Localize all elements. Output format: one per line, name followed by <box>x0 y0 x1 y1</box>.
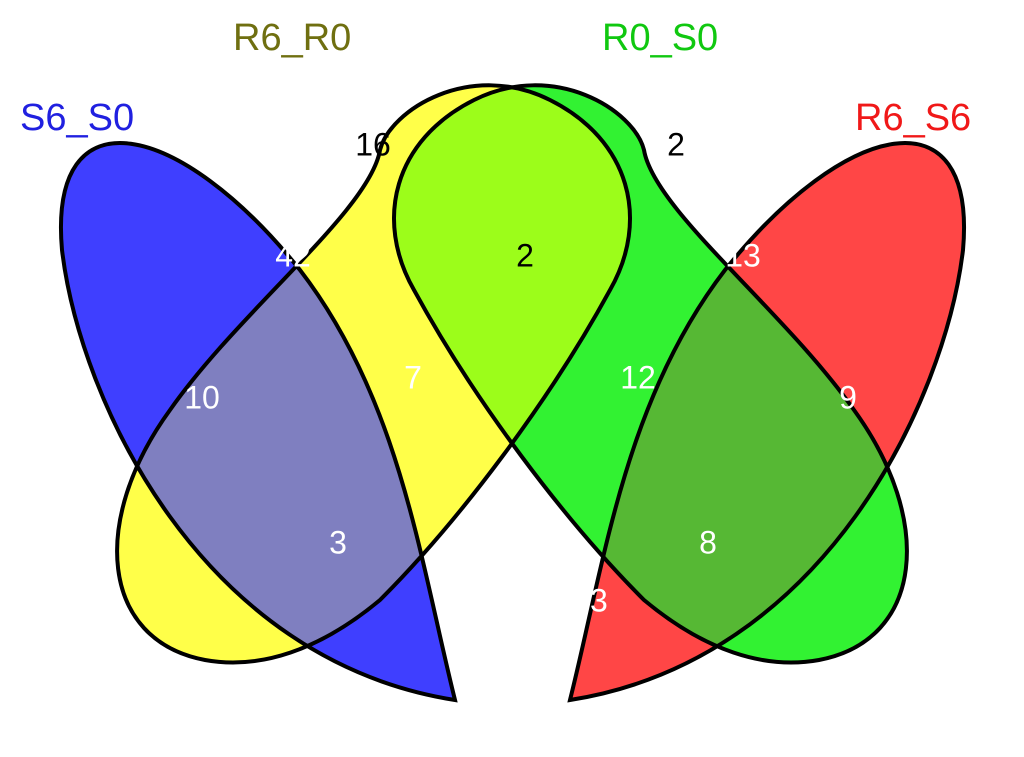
count-only-s6-s0: 10 <box>184 379 220 415</box>
count-r0s0-r6s6: 13 <box>725 237 761 273</box>
count-s6s0-r6r0-r0s0: 7 <box>404 359 422 395</box>
set-label-s6-s0: S6_S0 <box>20 97 134 139</box>
set-label-r6-s6: R6_S6 <box>855 97 971 139</box>
set-labels: S6_S0 R6_R0 R0_S0 R6_S6 <box>20 17 971 139</box>
count-r6r0-r0s0: 2 <box>516 237 534 273</box>
count-s6s0-r0s0-r6s6: 4 <box>446 582 464 618</box>
count-all-four: 39 <box>509 497 545 533</box>
count-s6s0-r6r0: 42 <box>275 237 311 273</box>
set-label-r6-r0: R6_R0 <box>233 17 351 59</box>
count-r6r0-r6s6: 8 <box>699 524 717 560</box>
set-label-r0-s0: R0_S0 <box>602 17 718 59</box>
count-r6r0-r0s0-r6s6: 12 <box>620 359 656 395</box>
count-only-r0-s0: 2 <box>667 126 685 162</box>
count-only-r6-s6: 9 <box>839 379 857 415</box>
count-s6s0-r0s0: 3 <box>329 524 347 560</box>
count-s6s0-r6s6: 0 <box>516 657 534 693</box>
count-only-r6-r0: 16 <box>355 126 391 162</box>
count-s6s0-r6r0-r6s6: 23 <box>572 582 608 618</box>
region-counts: 10 16 2 9 42 2 13 7 12 3 39 8 4 23 0 <box>184 126 857 693</box>
